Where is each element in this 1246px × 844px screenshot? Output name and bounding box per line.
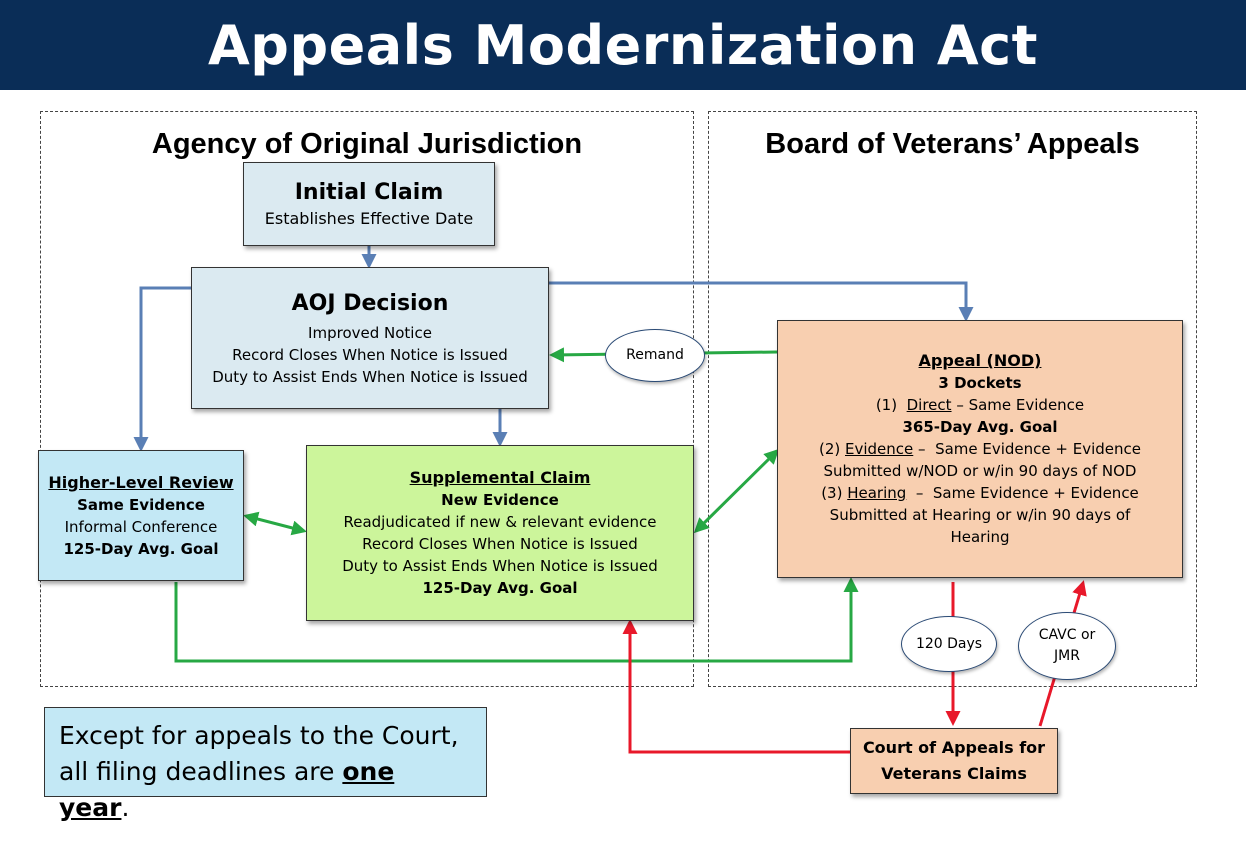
aoj-decision-line-2: Record Closes When Notice is Issued (232, 346, 508, 364)
arrow-aoj-to-nod (548, 281, 974, 322)
nod-title: Appeal (NOD) (918, 351, 1042, 370)
nod-hearing-label: Hearing (847, 484, 907, 502)
hlr-line-1: Same Evidence (77, 495, 205, 514)
note-emphasis: one year (59, 757, 395, 822)
supplemental-line-3: Record Closes When Notice is Issued (362, 535, 638, 553)
nod-direct-goal: 365-Day Avg. Goal (902, 418, 1058, 436)
appeal-nod-box: Appeal (NOD) 3 Dockets (1) Direct – Same… (777, 320, 1183, 578)
initial-claim-box: Initial Claim Establishes Effective Date (243, 162, 495, 246)
note-line-2: all filing deadlines are one year. (59, 757, 395, 822)
aoj-decision-line-1: Improved Notice (308, 324, 432, 342)
supplemental-line-1: New Evidence (441, 491, 559, 509)
court-line-2: Veterans Claims (881, 764, 1027, 783)
bva-region-title: Board of Veterans’ Appeals (765, 128, 1140, 160)
higher-level-review-box: Higher-Level Review Same Evidence Inform… (38, 450, 244, 581)
nod-hearing-line: (3) Hearing – Same Evidence + Evidence (821, 484, 1139, 502)
aoj-decision-title: AOJ Decision (291, 291, 449, 316)
cavc-jmr-oval: CAVC or JMR (1018, 612, 1116, 680)
supplemental-claim-box: Supplemental Claim New Evidence Readjudi… (306, 445, 694, 621)
arrow-supplemental-nod (693, 448, 780, 534)
arrow-hlr-to-nod (174, 577, 859, 663)
hlr-line-3: 125-Day Avg. Goal (63, 539, 219, 558)
supplemental-line-2: Readjudicated if new & relevant evidence (343, 513, 657, 531)
days-label: 120 Days (915, 635, 983, 652)
supplemental-line-5: 125-Day Avg. Goal (422, 579, 578, 597)
court-box: Court of Appeals for Veterans Claims (850, 728, 1058, 794)
nod-direct-label: Direct (906, 396, 952, 414)
initial-claim-title: Initial Claim (294, 180, 444, 205)
supplemental-line-4: Duty to Assist Ends When Notice is Issue… (342, 557, 658, 575)
note-line-1: Except for appeals to the Court, (59, 721, 459, 750)
hlr-title: Higher-Level Review (48, 472, 234, 492)
nod-evidence-line-2: Submitted w/NOD or w/in 90 days of NOD (823, 462, 1137, 480)
initial-claim-subtitle: Establishes Effective Date (264, 209, 474, 228)
aoj-decision-box: AOJ Decision Improved Notice Record Clos… (191, 267, 549, 409)
remand-label: Remand (626, 347, 684, 363)
nod-dockets: 3 Dockets (938, 374, 1022, 392)
court-line-1: Court of Appeals for (862, 738, 1046, 757)
nod-evidence-line: (2) Evidence – Same Evidence + Evidence (818, 440, 1142, 458)
nod-direct-line: (1) Direct – Same Evidence (875, 396, 1085, 414)
hlr-line-2: Informal Conference (64, 517, 218, 536)
nod-evidence-label: Evidence (845, 440, 914, 458)
days-oval: 120 Days (901, 616, 997, 672)
deadline-note: Except for appeals to the Court, all fil… (44, 707, 487, 822)
nod-hearing-line-2: Submitted at Hearing or w/in 90 days of (829, 506, 1131, 524)
page-title: Appeals Modernization Act (208, 13, 1038, 77)
aoj-region: Agency of Original Jurisdiction (40, 111, 694, 687)
cavc-label-1: CAVC or (1038, 627, 1096, 643)
cavc-label-2: JMR (1054, 648, 1080, 664)
aoj-decision-line-3: Duty to Assist Ends When Notice is Issue… (212, 368, 528, 386)
nod-hearing-line-3: Hearing (950, 528, 1010, 546)
arrow-court-to-supplemental (622, 619, 850, 754)
arrow-aoj-to-hlr (133, 286, 191, 452)
title-banner: Appeals Modernization Act (0, 0, 1246, 90)
remand-oval: Remand (605, 329, 705, 382)
supplemental-title: Supplemental Claim (409, 468, 591, 487)
aoj-region-title: Agency of Original Jurisdiction (151, 128, 583, 160)
arrow-hlr-supplemental (243, 511, 307, 536)
